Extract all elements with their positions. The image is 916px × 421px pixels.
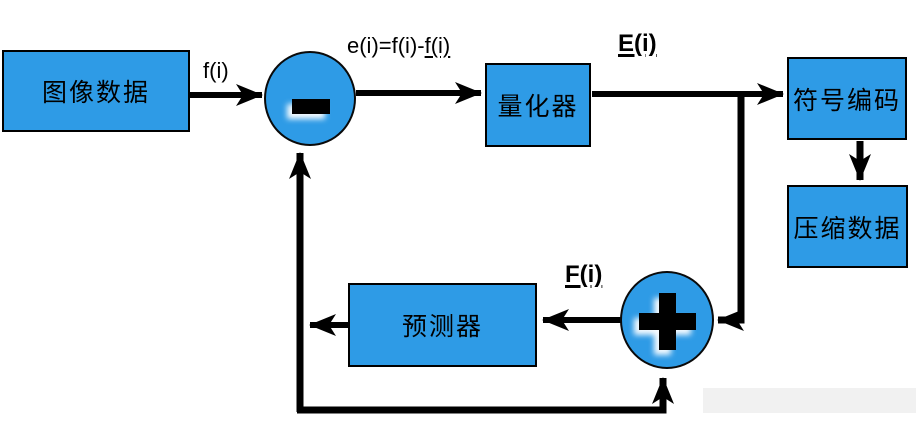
node-image-data: 图像数据 xyxy=(2,50,190,132)
edge-label-Fi: F(i) xyxy=(565,261,603,288)
subtractor-node xyxy=(264,51,356,146)
node-symbol-encoder: 符号编码 xyxy=(787,57,907,140)
error-equation-underlined: f(i) xyxy=(424,33,451,58)
edge-label-error-equation: e(i)=f(i)-f(i) xyxy=(347,33,450,59)
node-compressed-data: 压缩数据 xyxy=(787,185,908,268)
node-compressed-data-label: 压缩数据 xyxy=(793,215,902,243)
watermark-band xyxy=(703,388,916,413)
node-predictor-label: 预测器 xyxy=(401,314,483,341)
minus-operator-icon xyxy=(292,99,330,114)
node-predictor: 预测器 xyxy=(348,283,537,367)
node-quantizer-label: 量化器 xyxy=(497,94,579,121)
node-symbol-encoder-label: 符号编码 xyxy=(792,87,901,115)
error-equation-prefix: e(i)=f(i)- xyxy=(347,33,425,58)
node-image-data-label: 图像数据 xyxy=(41,80,150,107)
node-quantizer: 量化器 xyxy=(485,63,591,147)
plus-operator-icon xyxy=(639,293,696,350)
edge-label-Ei: E(i) xyxy=(618,30,657,57)
edge-label-fi: f(i) xyxy=(203,58,229,83)
